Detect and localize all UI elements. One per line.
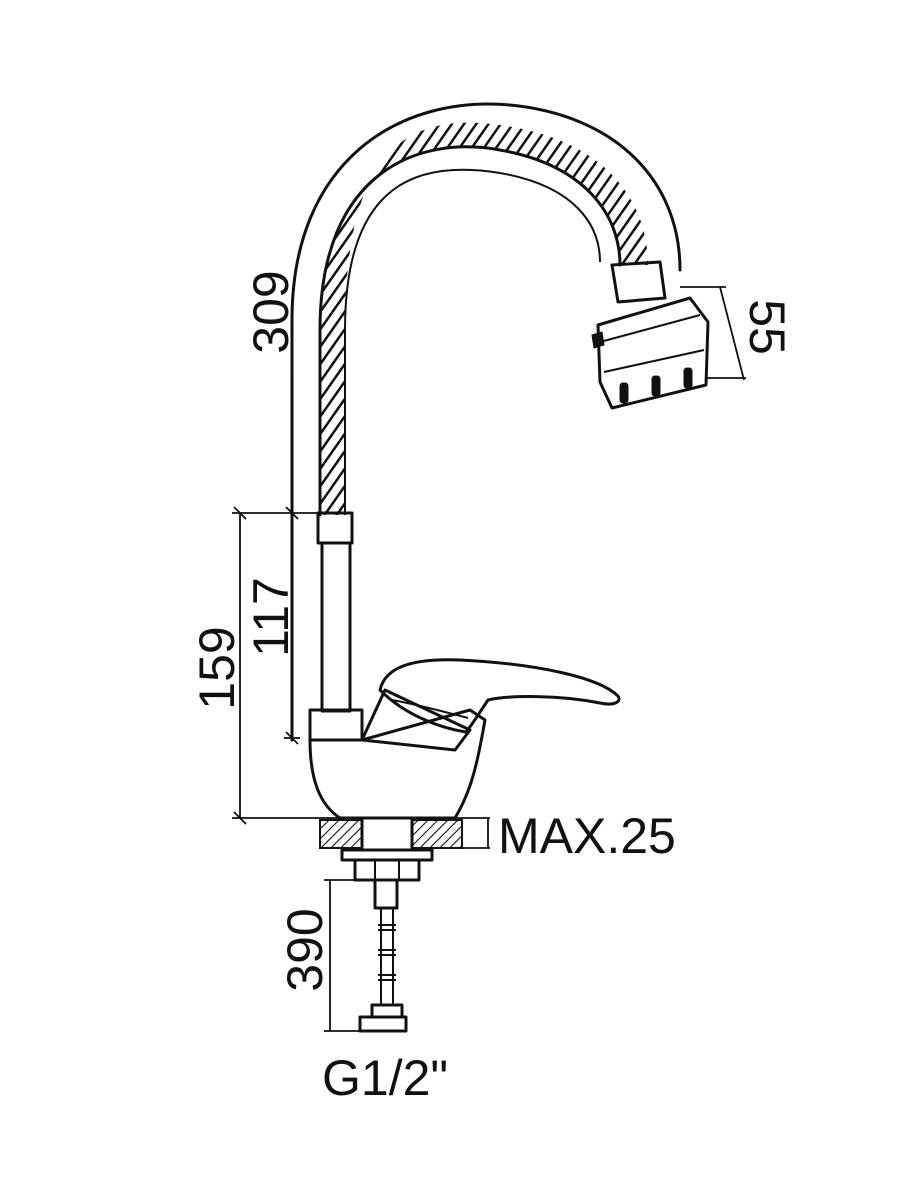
dim-159-tick-bottom <box>233 811 247 825</box>
mixer-cartridge <box>360 688 472 752</box>
riser-upper-collar <box>316 511 354 545</box>
spray-head-band-lower <box>603 349 705 373</box>
dimension-309 <box>284 380 300 739</box>
spray-neck <box>610 260 667 304</box>
hose-crimp-2 <box>378 949 396 956</box>
mounting-nut <box>340 848 434 882</box>
hose-end-nut <box>358 1015 408 1033</box>
lever-outline[interactable] <box>378 658 621 734</box>
dim-label-309: 309 <box>243 270 299 353</box>
hose-crimp-1 <box>378 924 396 931</box>
spray-nozzle-3 <box>683 367 693 389</box>
spout-outer-line <box>290 102 682 742</box>
dimension-55 <box>680 286 746 381</box>
dimension-117 <box>285 506 318 745</box>
spray-head-body <box>596 296 710 410</box>
riser-lower-collar <box>308 708 364 742</box>
flexible-spout <box>290 102 682 742</box>
countertop-hatch-left <box>319 819 363 849</box>
dim-55-line <box>719 286 745 381</box>
countertop-hatch-right <box>411 819 463 849</box>
dim-label-159: 159 <box>189 626 245 709</box>
spout-coil <box>320 122 648 515</box>
mixer-body-outline <box>308 708 487 820</box>
lever-detail <box>391 699 469 719</box>
spray-head <box>591 260 710 410</box>
hose-ferrule <box>373 878 399 910</box>
dim-label-55: 55 <box>739 299 795 355</box>
riser-pipe <box>320 541 352 713</box>
spout-coil-edge <box>344 168 601 515</box>
dim-label-max25: MAX.25 <box>498 808 676 864</box>
supply-hose <box>358 878 408 1033</box>
dim-label-117: 117 <box>243 577 299 657</box>
mounting-stud <box>360 816 414 852</box>
nut-body <box>353 858 421 882</box>
spray-nozzle-1 <box>619 382 629 404</box>
hose-end-fitting <box>370 1003 404 1019</box>
dim-117-tick-bottom <box>285 731 299 745</box>
dim-label-390: 390 <box>277 908 333 991</box>
dim-117-tick-top <box>285 506 299 520</box>
spray-button <box>591 331 605 349</box>
dimension-390 <box>324 879 375 1032</box>
riser-tube <box>308 511 364 742</box>
dim-159-tick-top <box>233 506 247 520</box>
spray-head-band <box>599 314 701 343</box>
lever-handle[interactable] <box>378 658 621 734</box>
hose-crimp-3 <box>378 974 396 981</box>
spout-inner-line <box>318 145 622 517</box>
countertop-section <box>232 816 490 852</box>
dim-label-thread: G1/2" <box>322 1050 448 1106</box>
dimension-159 <box>232 506 285 825</box>
mixer-body <box>308 688 487 820</box>
spray-nozzle-2 <box>651 375 661 397</box>
